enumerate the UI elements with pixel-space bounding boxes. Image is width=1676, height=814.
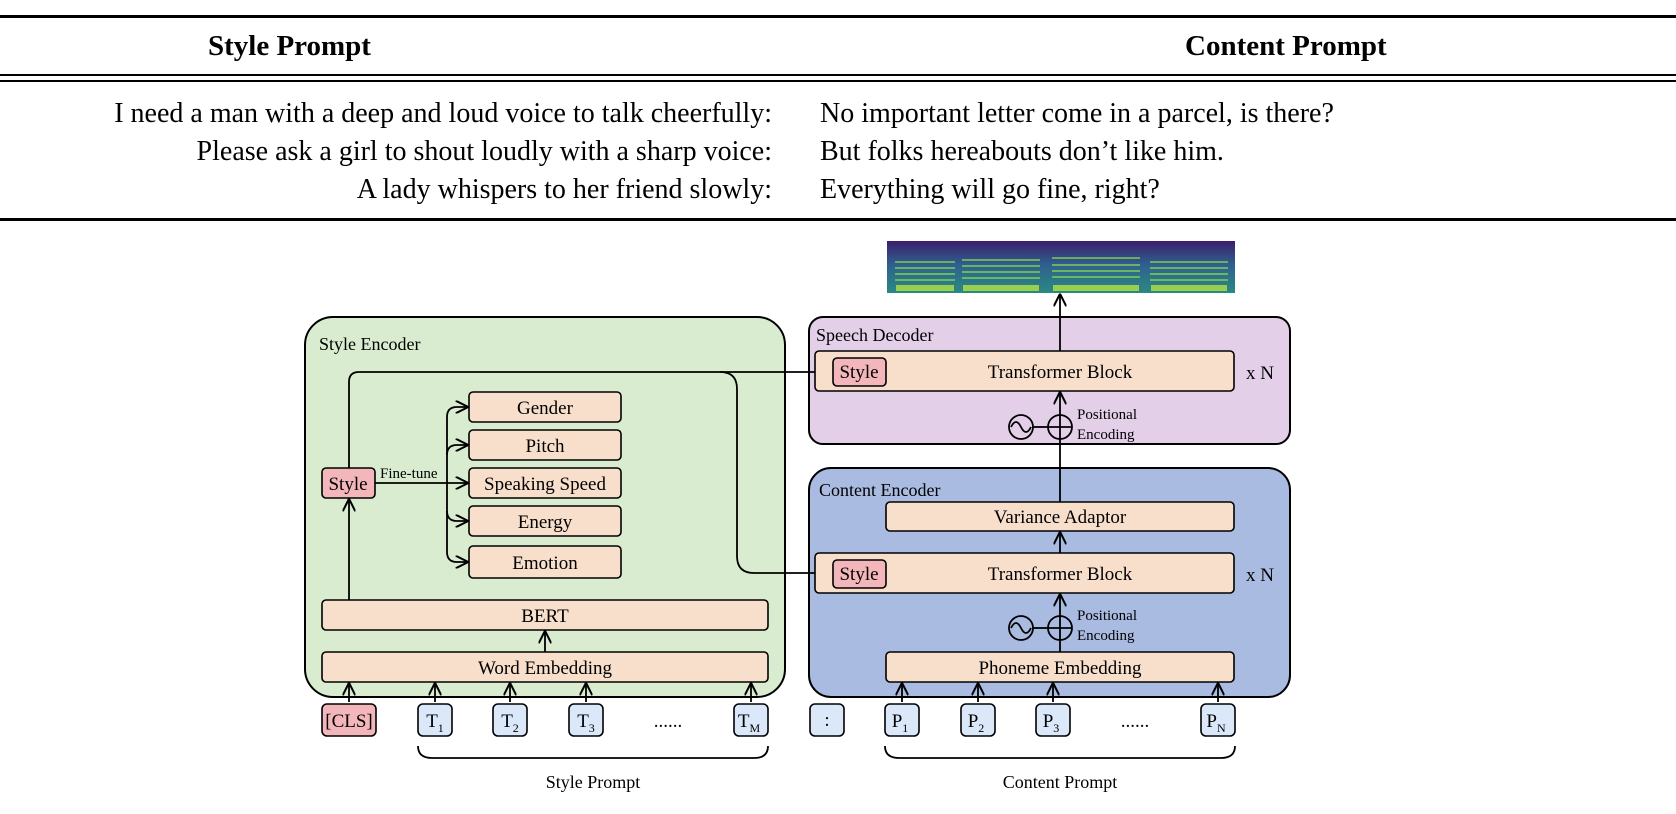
content-token: P3	[1035, 703, 1071, 737]
content-token: PN	[1200, 703, 1236, 737]
svg-text:T2: T2	[501, 711, 519, 735]
style-token-ellipsis: ......	[654, 711, 683, 732]
attribute-label: Energy	[518, 512, 573, 533]
variance-adaptor-label: Variance Adaptor	[994, 507, 1127, 528]
content-prompt-text: Everything will go fine, right?	[820, 174, 1160, 205]
style-input-arrows	[349, 684, 751, 702]
content-prompt-brace	[884, 745, 1236, 759]
attribute-label: Speaking Speed	[484, 474, 606, 495]
mel-spectrogram-image	[887, 241, 1235, 293]
decoder-positional-label-2: Encoding	[1077, 427, 1135, 443]
attribute-block	[468, 391, 622, 423]
content-token: P1	[884, 703, 920, 737]
encoder-style-tag	[832, 559, 887, 589]
content-token: P2	[960, 703, 996, 737]
attribute-label: Pitch	[525, 436, 565, 457]
style-token: TM	[733, 703, 769, 737]
finetune-label: Fine-tune	[380, 466, 438, 482]
content-input-arrows	[902, 684, 1218, 702]
separator-token	[809, 703, 845, 737]
attribute-block	[468, 505, 622, 537]
decoder-positional-label-1: Positional	[1077, 407, 1137, 423]
style-routing-arrows	[349, 372, 831, 652]
cls-token	[321, 703, 377, 737]
encoder-style-label: Style	[839, 564, 878, 585]
svg-text:P2: P2	[968, 711, 985, 735]
attribute-label: Emotion	[512, 553, 578, 574]
style-encoder-title: Style Encoder	[319, 334, 420, 354]
decoder-style-tag	[832, 357, 887, 387]
encoder-positional-label-1: Positional	[1077, 608, 1137, 624]
top-rule	[0, 15, 1676, 18]
header-content-prompt: Content Prompt	[1185, 30, 1387, 62]
style-token: T2	[492, 703, 528, 737]
encoder-transformer-block	[814, 552, 1235, 594]
style-prompt-brace-label: Style Prompt	[546, 772, 641, 792]
style-token: T1	[417, 703, 453, 737]
svg-text:T1: T1	[426, 711, 444, 735]
bert-label: BERT	[521, 606, 569, 627]
separator-token-label: :	[824, 710, 829, 731]
header-rule-2	[0, 80, 1676, 82]
speech-decoder-title: Speech Decoder	[816, 325, 933, 345]
content-prompt-brace-label: Content Prompt	[1003, 772, 1118, 792]
header-rule-1	[0, 74, 1676, 76]
attribute-list: Gender Pitch Speaking Speed Energy Emoti…	[468, 391, 622, 579]
attribute-block	[468, 545, 622, 579]
bottom-rule	[0, 218, 1676, 221]
decoder-transformer-block	[814, 350, 1235, 392]
content-prompt-text: No important letter come in a parcel, is…	[820, 98, 1334, 129]
encoder-positional-label-2: Encoding	[1077, 628, 1135, 644]
decoder-repeat-label: x N	[1246, 363, 1274, 384]
svg-text:P3: P3	[1043, 711, 1060, 735]
style-prompt-brace	[417, 745, 769, 759]
word-embedding-label: Word Embedding	[478, 658, 613, 679]
style-token: T3	[568, 703, 604, 737]
svg-text:TM: TM	[738, 711, 761, 735]
svg-text:T3: T3	[577, 711, 595, 735]
content-prompt-text: But folks hereabouts don’t like him.	[820, 136, 1224, 167]
decoder-style-label: Style	[839, 362, 878, 383]
finetune-arrows	[375, 407, 467, 562]
encoder-transformer-label: Transformer Block	[988, 564, 1133, 585]
header-style-prompt: Style Prompt	[208, 30, 371, 62]
style-token-label: Style	[328, 474, 367, 495]
svg-text:P1: P1	[892, 711, 909, 735]
content-token-ellipsis: ......	[1121, 711, 1150, 732]
encoder-repeat-label: x N	[1246, 565, 1274, 586]
cls-token-label: [CLS]	[325, 711, 373, 732]
content-encoder-title: Content Encoder	[819, 480, 940, 500]
phoneme-embedding-label: Phoneme Embedding	[978, 658, 1142, 679]
style-prompt-text: A lady whispers to her friend slowly:	[356, 174, 772, 205]
style-prompt-text: I need a man with a deep and loud voice …	[114, 98, 772, 129]
attribute-block	[468, 467, 622, 499]
bert-block	[321, 599, 769, 631]
style-prompt-text: Please ask a girl to shout loudly with a…	[196, 136, 772, 167]
decoder-transformer-label: Transformer Block	[988, 362, 1133, 383]
svg-text:PN: PN	[1206, 711, 1226, 735]
attribute-block	[468, 429, 622, 461]
attribute-label: Gender	[517, 398, 574, 419]
